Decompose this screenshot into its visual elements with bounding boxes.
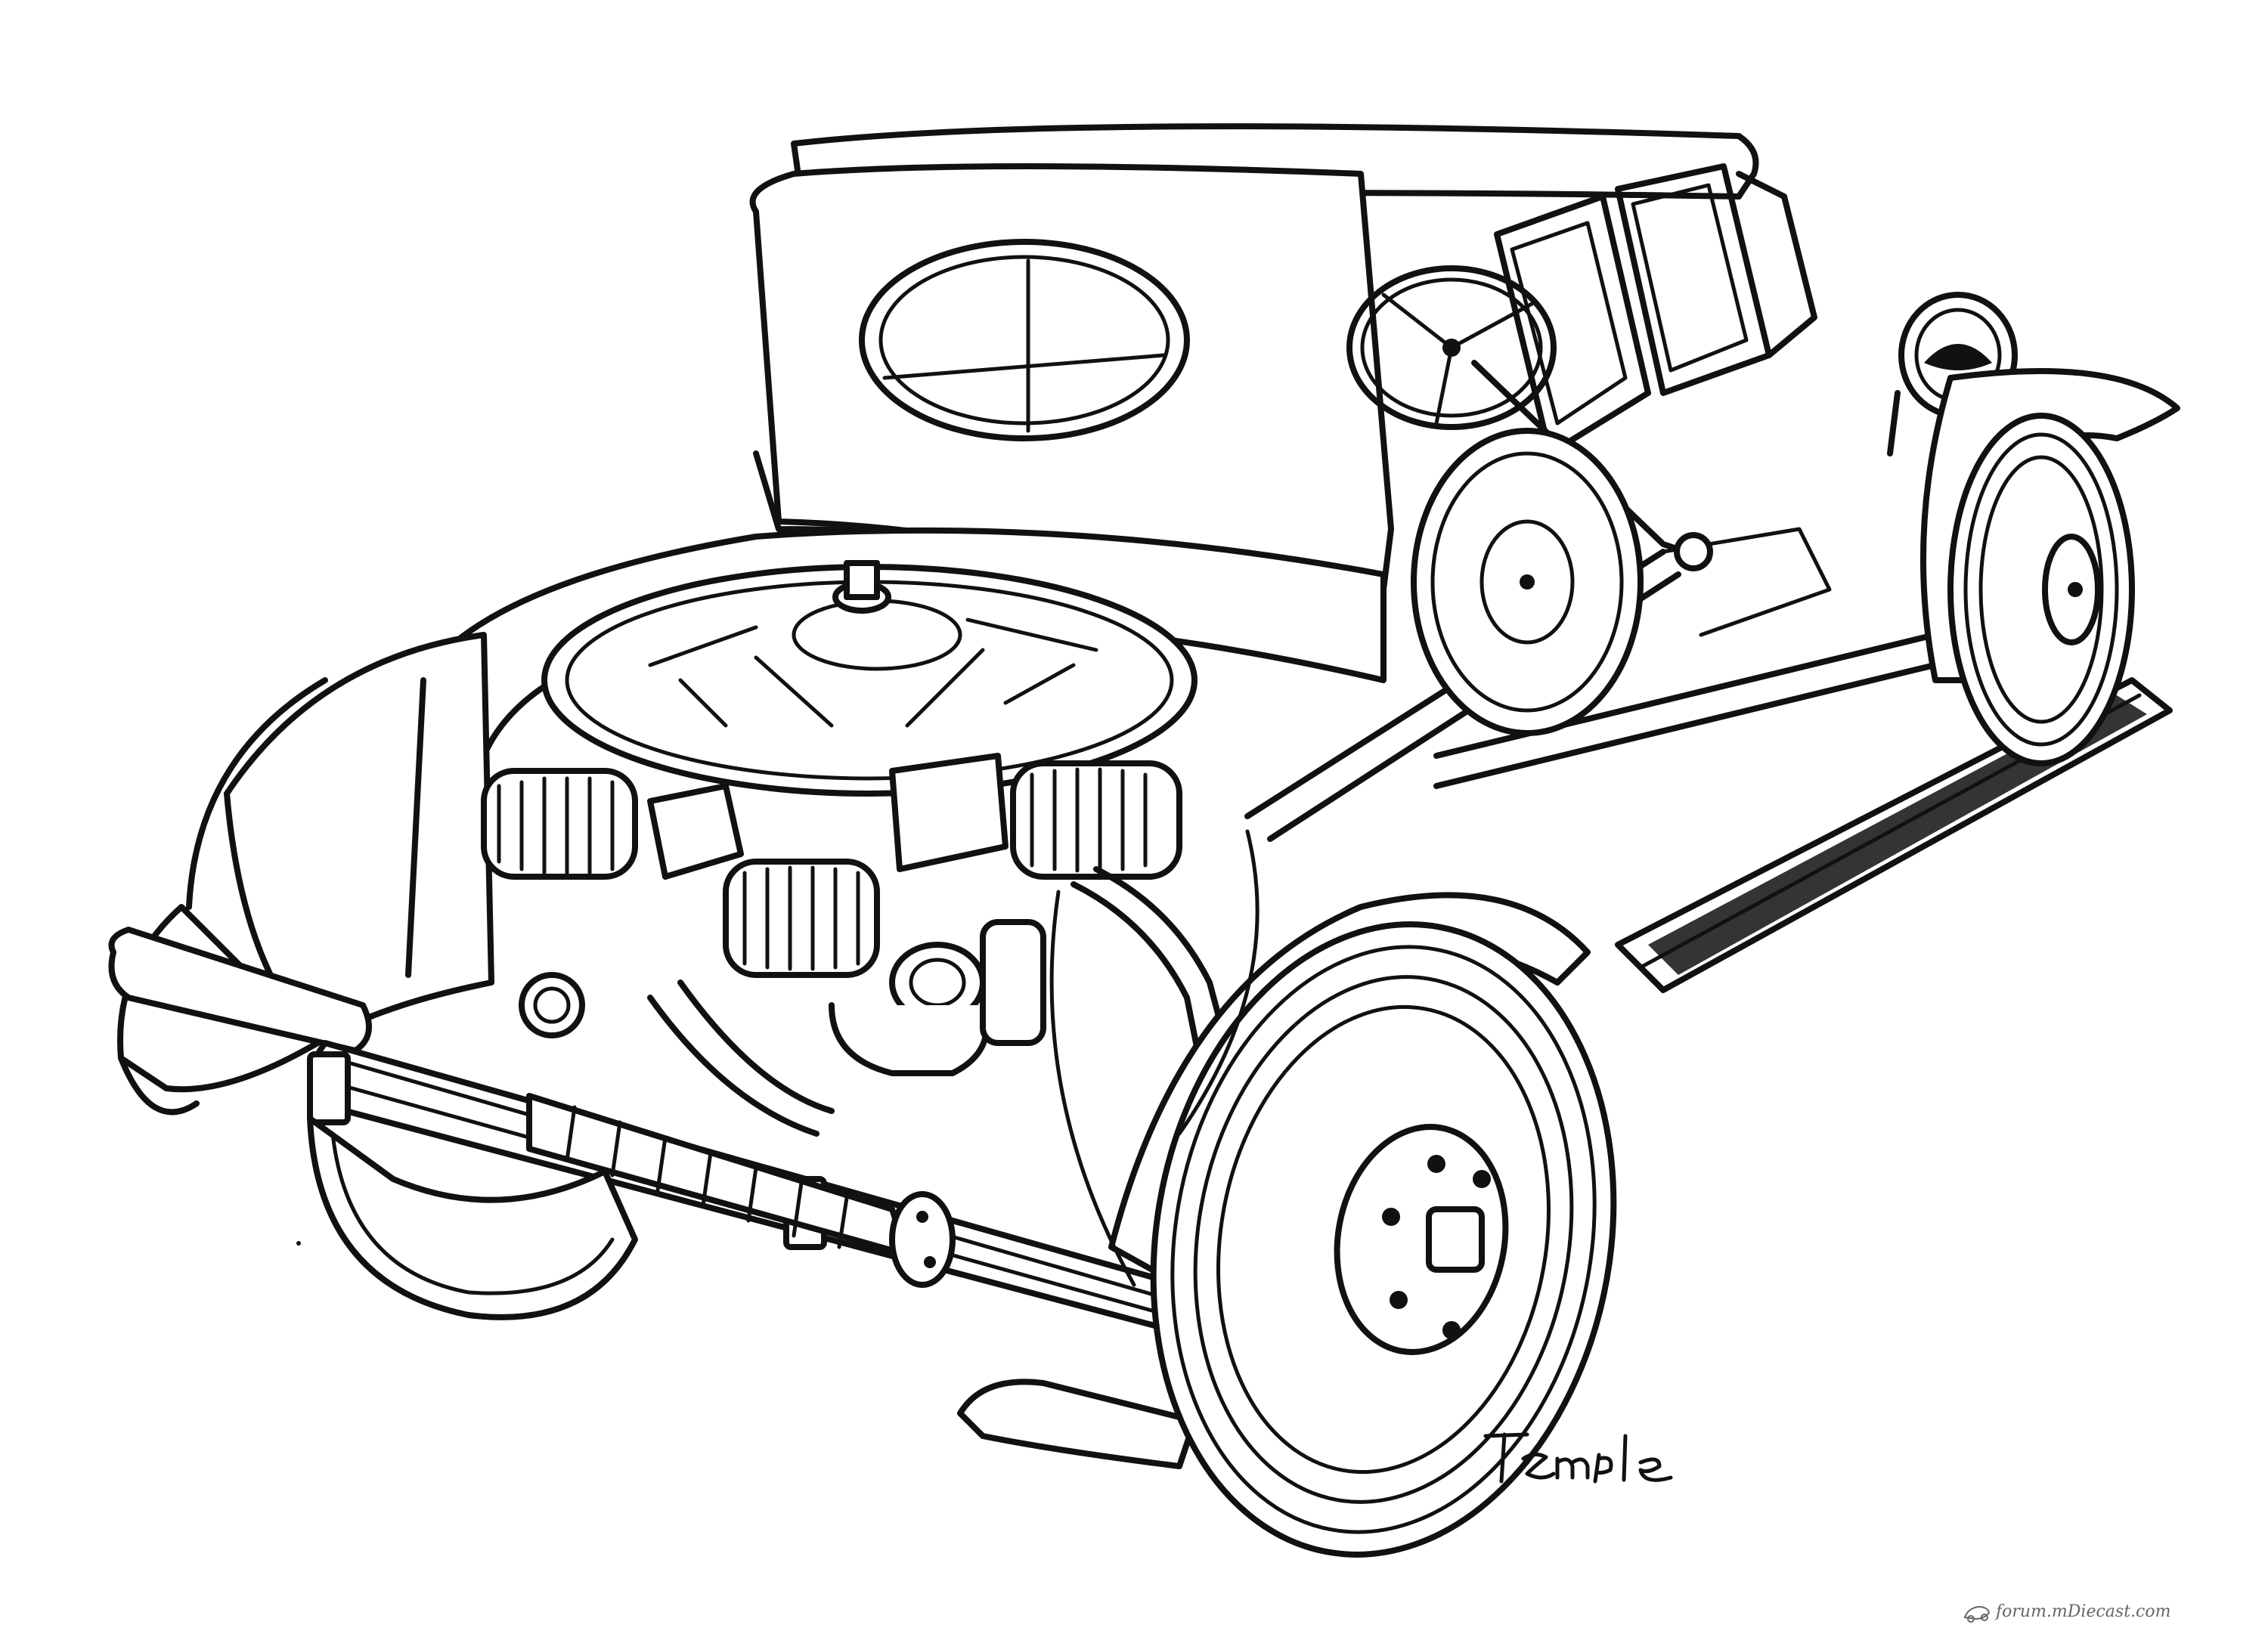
control-cables	[1049, 829, 1259, 1287]
spare-wheel	[1411, 428, 1644, 736]
watermark-text: forum.mDiecast.com	[1996, 1602, 2171, 1621]
exhaust-pipes	[647, 866, 1243, 1137]
watermark-icon	[1963, 1605, 1991, 1623]
artist-signature	[1483, 1432, 1673, 1484]
rear-oval-window	[859, 239, 1190, 441]
cooling-fan	[541, 560, 1198, 797]
coil-spring	[526, 1093, 956, 1288]
front-right-wheel	[1947, 413, 2135, 766]
steering-wheel	[1346, 265, 1712, 562]
ink-speck	[296, 1241, 301, 1246]
rear-right-wheel	[1150, 921, 1617, 1558]
rear-left-wheel	[307, 1116, 638, 1320]
engine-block	[481, 753, 1182, 1076]
